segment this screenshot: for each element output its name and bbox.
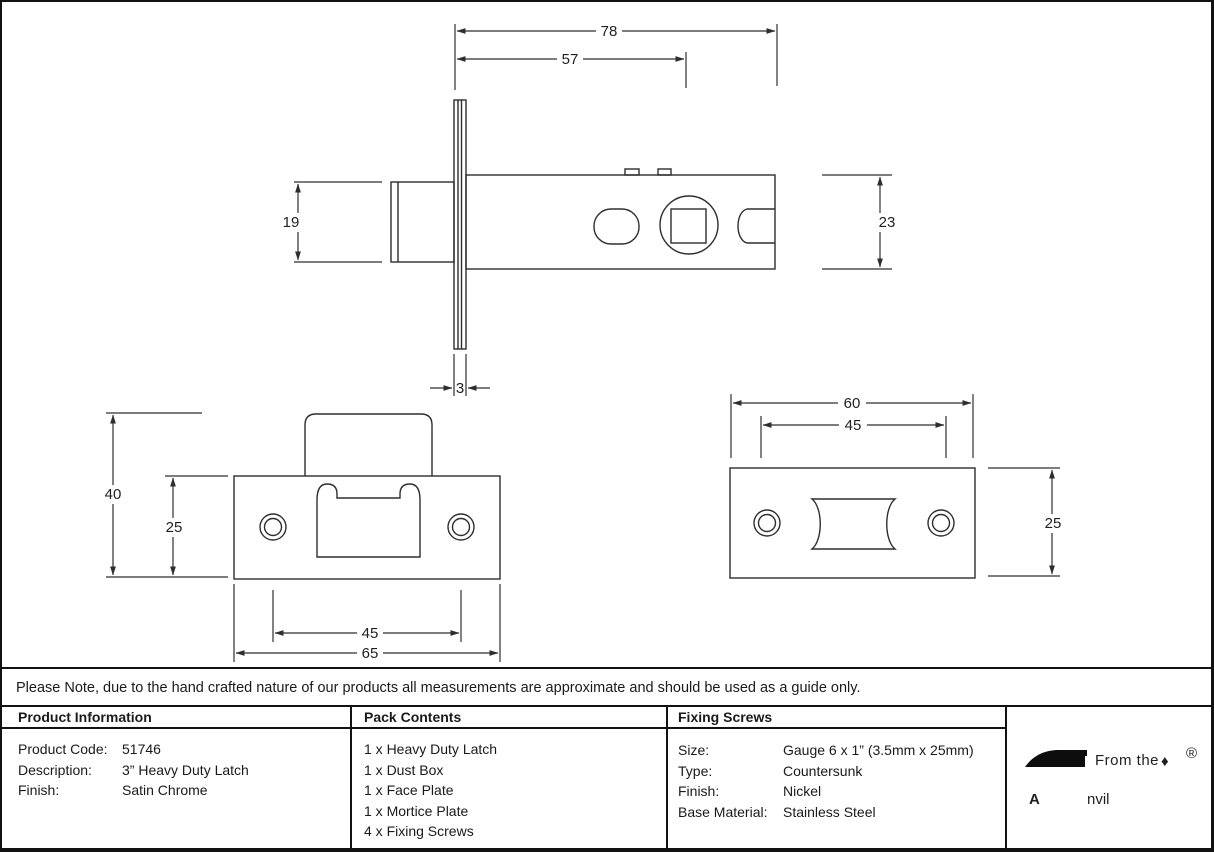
screw-hole (451, 517, 471, 537)
strike-plate-tab (304, 413, 433, 476)
list-item: 1 x Heavy Duty Latch (364, 741, 498, 757)
screw-hole (757, 513, 777, 533)
dim-screw-spacing: 45 (845, 417, 862, 434)
dim-screw-spacing: 45 (362, 625, 379, 642)
screw-hole (447, 513, 475, 541)
technical-drawing: 78 57 19 23 3 (105, 23, 1062, 662)
registered-trademark-icon: ® (1186, 745, 1197, 762)
face-plate-view (729, 467, 976, 579)
row-value: Gauge 6 x 1” (3.5mm x 25mm) (783, 742, 974, 758)
note-bar: Please Note, due to the hand crafted nat… (2, 667, 1211, 707)
column-header-fixing-screws: Fixing Screws (678, 709, 773, 725)
strike-plate-body (233, 475, 501, 580)
screw-hole (263, 517, 283, 537)
face-plate-cutout (810, 498, 897, 550)
screw-hole (927, 509, 955, 537)
latch-lug (624, 168, 640, 176)
logo-name-rest: nvil (1087, 791, 1110, 808)
row-value: Stainless Steel (783, 803, 876, 820)
product-information-column: Product Code: 51746 Description: 3” Heavy … (18, 739, 249, 801)
list-item: 1 x Mortice Plate (364, 802, 469, 819)
dim-case-height: 23 (879, 214, 896, 231)
pack-contents-column: 1 x Heavy Duty Latch 1 x Dust Box 1 x Fa… (364, 739, 497, 842)
latch-side-view (390, 99, 776, 350)
row-label: Product Code: (18, 741, 108, 757)
face-plate-dimension-labels: 60 45 25 (844, 395, 1062, 532)
diamond-icon: ♦ (1161, 753, 1169, 770)
strike-plate-dimensions (106, 412, 501, 662)
list-item: 1 x Face Plate (364, 782, 454, 798)
note-text: Please Note, due to the hand crafted nat… (16, 680, 861, 696)
anvil-icon (1025, 750, 1087, 767)
dim-bolt-height: 19 (283, 214, 300, 231)
table-row: Size: Gauge 6 x 1” (3.5mm x 25mm) (678, 740, 974, 761)
oval-hole (593, 208, 640, 245)
table-header-underline (2, 727, 1007, 729)
row-value: 3” Heavy Duty Latch (122, 761, 249, 778)
rear-notch (737, 208, 775, 244)
column-header-pack-contents: Pack Contents (364, 709, 462, 725)
list-item: 1 x Dust Box (364, 761, 444, 778)
screw-hole (931, 513, 951, 533)
row-label: Type: (678, 762, 713, 779)
face-plate-dimensions (730, 394, 1060, 577)
fixing-screws-column: Size: Gauge 6 x 1” (3.5mm x 25mm) Type: Co… (678, 740, 974, 822)
strike-plate-view (233, 413, 501, 580)
latch-faceplate-edge (453, 99, 467, 350)
latch-bolt (390, 181, 455, 263)
row-label: Size: (678, 742, 710, 758)
row-label: Base Material: (678, 803, 768, 820)
latch-case (465, 174, 776, 270)
dim-faceplate-thickness: 3 (456, 380, 464, 397)
table-row: Finish: Satin Chrome (18, 780, 249, 801)
row-value: Nickel (783, 783, 822, 799)
table-row: Description: 3” Heavy Duty Latch (18, 760, 249, 781)
latch-dimensions (294, 24, 892, 396)
row-value: Satin Chrome (122, 782, 208, 798)
table-divider (350, 707, 352, 848)
anvil-letter-a: A (1029, 791, 1040, 808)
screw-hole (259, 513, 287, 541)
spindle-boss (659, 195, 719, 255)
dim-plate-width: 60 (844, 395, 861, 412)
dim-plate-width: 65 (362, 645, 379, 662)
latch-lug (657, 168, 672, 176)
row-label: Description: (18, 761, 92, 778)
latch-dimension-labels: 78 57 19 23 3 (283, 23, 896, 397)
face-plate-body (729, 467, 976, 579)
table-row: Base Material: Stainless Steel (678, 802, 974, 823)
screw-hole (753, 509, 781, 537)
row-value: 51746 (122, 741, 161, 757)
dim-plate-height: 25 (166, 519, 183, 536)
strike-plate-cutout (316, 483, 421, 558)
column-header-product-information: Product Information (18, 709, 152, 725)
dim-backset: 57 (562, 51, 579, 68)
list-item: 4 x Fixing Screws (364, 823, 474, 839)
row-label: Finish: (678, 783, 720, 799)
logo-prefix: From the (1095, 752, 1159, 769)
spindle-square-hole (670, 208, 707, 244)
row-label: Finish: (18, 782, 60, 798)
table-row: Finish: Nickel (678, 781, 974, 802)
from-the-anvil-logo: A From the ♦ nvil ® (1025, 745, 1197, 808)
table-divider (1005, 707, 1007, 848)
table-row: Type: Countersunk (678, 761, 974, 782)
dim-overall-length: 78 (601, 23, 618, 40)
table-divider (666, 707, 668, 848)
dim-total-height: 40 (105, 486, 122, 503)
strike-plate-dimension-labels: 40 25 45 65 (105, 486, 379, 662)
table-row: Product Code: 51746 (18, 739, 249, 760)
dim-plate-height: 25 (1045, 515, 1062, 532)
row-value: Countersunk (783, 762, 863, 779)
